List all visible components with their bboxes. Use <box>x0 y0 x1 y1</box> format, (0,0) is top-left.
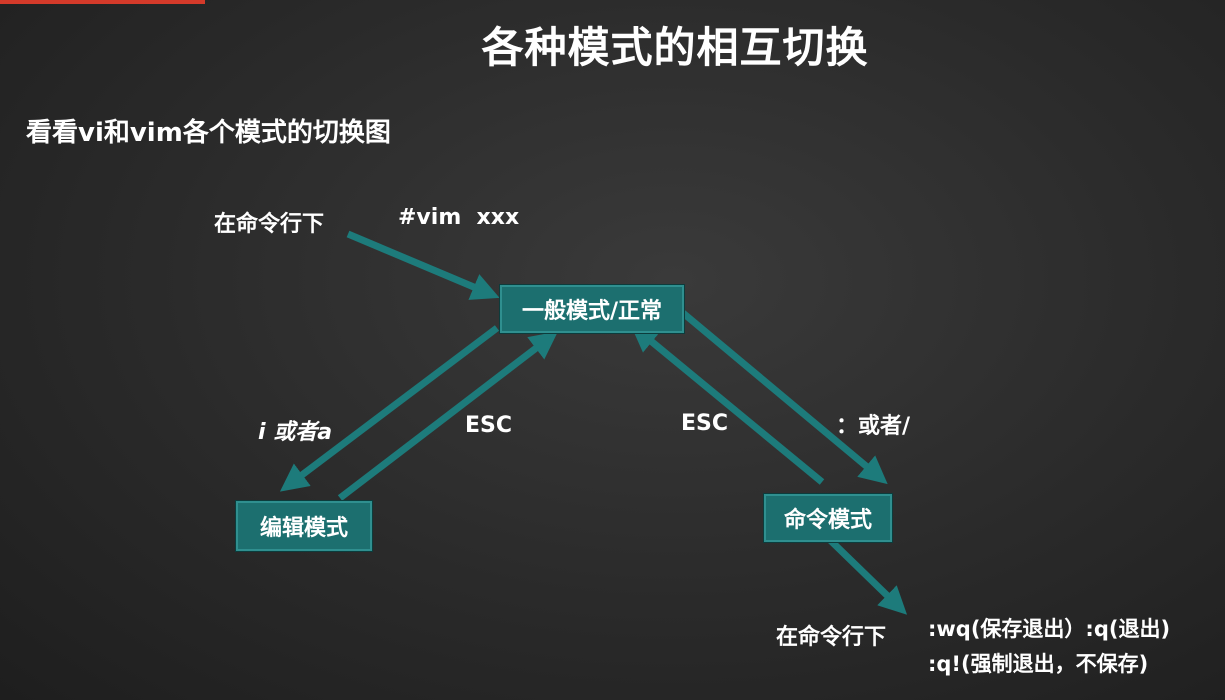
arrow-command-to-normal <box>630 323 825 485</box>
esc-left-label: ESC <box>465 413 513 438</box>
arrow-start-to-normal <box>346 230 500 300</box>
arrow-edit-to-normal <box>337 331 559 501</box>
cmdline-top-label: 在命令行下 <box>214 212 325 237</box>
exit-command-line-2: :q!(强制退出，不保存) <box>928 652 1149 676</box>
vim-command-label: #vim xxx <box>398 205 520 230</box>
arrow-normal-to-command <box>680 310 888 485</box>
command-mode-box: 命令模式 <box>764 494 892 542</box>
edit-mode-label: 编辑模式 <box>259 516 348 541</box>
edit-mode-box: 编辑模式 <box>236 501 372 551</box>
esc-right-label: ESC <box>681 411 729 436</box>
arrow-normal-to-edit <box>279 325 500 492</box>
normal-mode-box: 一般模式/正常 <box>500 285 684 333</box>
arrow-command-to-exit <box>827 537 908 615</box>
page-subtitle: 看看vi和vim各个模式的切换图 <box>26 118 391 148</box>
colon-or-slash-label: ：或者/ <box>836 414 911 439</box>
normal-mode-label: 一般模式/正常 <box>521 299 663 324</box>
top-accent-strip <box>0 0 205 4</box>
command-mode-label: 命令模式 <box>783 508 872 533</box>
exit-commands: :wq(保存退出）:q(退出) :q!(强制退出，不保存) <box>928 612 1170 682</box>
page-title: 各种模式的相互切换 <box>481 23 869 72</box>
exit-command-line-1: :wq(保存退出）:q(退出) <box>928 617 1171 641</box>
cmdline-bottom-label: 在命令行下 <box>776 625 887 650</box>
i-or-a-label: i 或者a <box>258 420 333 445</box>
